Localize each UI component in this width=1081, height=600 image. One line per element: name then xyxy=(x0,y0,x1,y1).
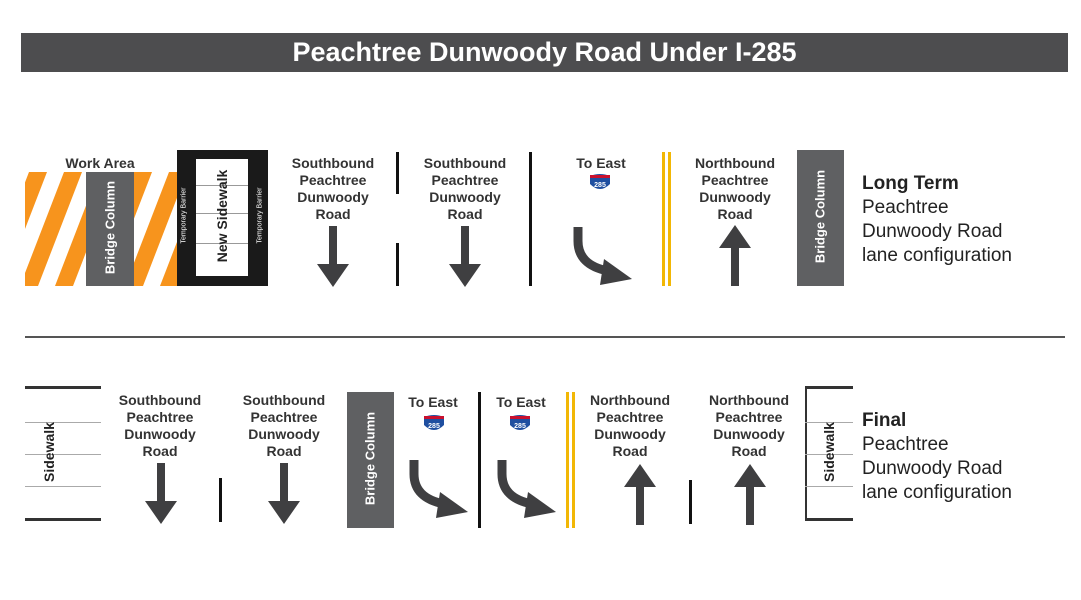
lane-label-to-east-1: To East xyxy=(408,394,458,410)
lane-line-dashed xyxy=(689,480,692,524)
double-yellow-line xyxy=(668,152,671,286)
interstate-shield-icon: 285 xyxy=(424,415,444,430)
arrow-curve-right-icon xyxy=(573,227,632,285)
lane-line-solid xyxy=(478,392,481,528)
shield-number: 285 xyxy=(514,423,526,430)
bridge-column-label: Bridge Column xyxy=(362,411,378,506)
arrow-curve-right-icon xyxy=(409,460,468,518)
lane-label-southbound-2: Southbound Peachtree Dunwoody Road xyxy=(423,155,507,222)
arrow-down-icon xyxy=(449,226,481,287)
caption-line: Dunwoody Road xyxy=(862,458,1003,479)
lane-label-to-east-2: To East xyxy=(496,394,546,410)
temporary-barrier-label: Temporary Barrier xyxy=(180,187,188,244)
lane-label-southbound-2: Southbound Peachtree Dunwoody Road xyxy=(242,392,326,459)
lane-label-southbound-1: Southbound Peachtree Dunwoody Road xyxy=(291,155,375,222)
caption-line: lane configuration xyxy=(862,245,1012,266)
caption-line: Dunwoody Road xyxy=(862,221,1003,242)
arrow-down-icon xyxy=(145,463,177,524)
page-title: Peachtree Dunwoody Road Under I-285 xyxy=(21,33,1068,72)
lane-label-southbound-1: Southbound Peachtree Dunwoody Road xyxy=(118,392,202,459)
lane-label-northbound: Northbound Peachtree Dunwoody Road xyxy=(694,155,776,222)
work-area-label: Work Area xyxy=(65,155,135,171)
sidewalk-right: Sidewalk xyxy=(805,386,853,521)
lane-line-dashed xyxy=(396,243,399,286)
caption-line: Peachtree xyxy=(862,434,949,455)
new-sidewalk-area: New Sidewalk xyxy=(191,150,253,286)
double-yellow-line xyxy=(572,392,575,528)
arrow-up-icon xyxy=(719,225,751,286)
arrow-curve-right-icon xyxy=(497,460,556,518)
arrow-up-icon xyxy=(734,464,766,525)
caption-line: Peachtree xyxy=(862,197,949,218)
bridge-column-label: Bridge Column xyxy=(812,169,828,264)
temporary-barrier-left: Temporary Barrier xyxy=(177,150,191,286)
double-yellow-line xyxy=(662,152,665,286)
temporary-barrier-right: Temporary Barrier xyxy=(253,150,268,286)
sidewalk-left: Sidewalk xyxy=(25,386,101,521)
caption-line: lane configuration xyxy=(862,482,1012,503)
double-yellow-line xyxy=(566,392,569,528)
bridge-column: Bridge Column xyxy=(347,392,394,528)
sidewalk-label: Sidewalk xyxy=(821,422,837,482)
arrow-down-icon xyxy=(268,463,300,524)
arrow-up-icon xyxy=(624,464,656,525)
temporary-barrier-label: Temporary Barrier xyxy=(256,187,264,244)
shield-number: 285 xyxy=(594,182,606,189)
sidewalk-label: Sidewalk xyxy=(41,422,57,482)
arrow-down-icon xyxy=(317,226,349,287)
caption-title-final: Final xyxy=(862,410,907,431)
caption-title-long-term: Long Term xyxy=(862,173,959,194)
section-divider xyxy=(25,336,1065,338)
lane-label-northbound-2: Northbound Peachtree Dunwoody Road xyxy=(708,392,790,459)
lane-line-solid xyxy=(529,152,532,286)
bridge-column-right: Bridge Column xyxy=(797,150,844,286)
new-sidewalk-label: New Sidewalk xyxy=(214,169,230,263)
shield-number: 285 xyxy=(428,423,440,430)
lane-label-to-east: To East xyxy=(576,155,626,171)
lane-line-dashed xyxy=(396,152,399,194)
interstate-shield-icon: 285 xyxy=(510,415,530,430)
lane-line-dashed xyxy=(219,478,222,522)
lane-label-northbound-1: Northbound Peachtree Dunwoody Road xyxy=(589,392,671,459)
interstate-shield-icon: 285 xyxy=(590,174,610,189)
bridge-column-left: Bridge Column xyxy=(86,172,134,286)
bridge-column-label: Bridge Column xyxy=(102,180,118,275)
